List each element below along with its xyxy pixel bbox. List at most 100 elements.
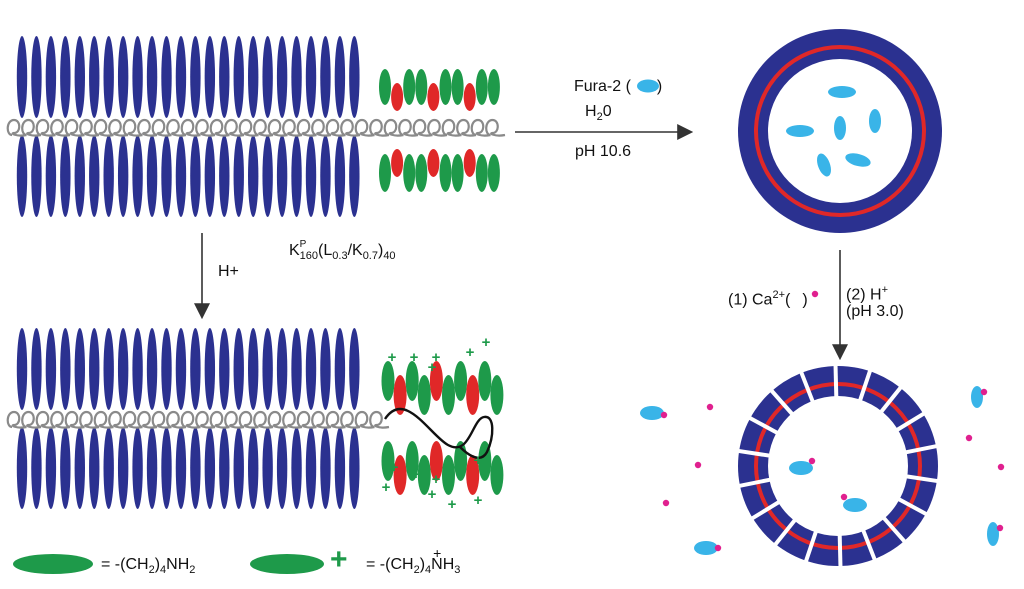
membrane-rupture-gap (860, 526, 878, 564)
hydrophilic-block-rod (16, 135, 28, 217)
plus-sign-icon: + (432, 349, 441, 366)
leucine-residue (463, 83, 476, 111)
fura2-dye-icon (640, 406, 664, 420)
lysine-residue (475, 69, 488, 105)
fura2-label: Fura-2 () (574, 78, 663, 95)
membrane-rupture-gap (877, 383, 905, 416)
calcium-ion-icon (811, 290, 819, 298)
bilayer-assembly-neutral (6, 36, 506, 217)
membrane-rupture-gap (837, 531, 843, 571)
calcium-ion-icon (808, 457, 816, 465)
hydrophilic-block-rod (219, 427, 230, 509)
hydrophilic-block-rod (334, 36, 346, 118)
hydrophilic-block-rod (204, 36, 216, 118)
random-coil-segment (384, 407, 494, 459)
lysine-residue (403, 69, 416, 105)
leucine-residue (393, 375, 407, 415)
lysine-residue (415, 69, 428, 105)
hydrophilic-block-rod (117, 427, 129, 509)
leucine-residue (393, 455, 407, 495)
hydrophilic-block-rod (320, 427, 331, 509)
membrane-rupture-gap (735, 477, 774, 489)
plus-sign-icon: + (432, 471, 441, 488)
hydrophilic-block-rod (262, 135, 273, 217)
membrane-rupture-gap (745, 414, 782, 437)
hydrophilic-block-rod (320, 328, 331, 410)
hydrophilic-block-rod (103, 135, 114, 217)
hydrophilic-block-rod (16, 427, 28, 509)
hydrophilic-block-rod (74, 135, 86, 217)
hydrophilic-block-rod (161, 135, 172, 217)
plus-sign-icon: + (390, 459, 399, 476)
hydrophilic-block-rod (74, 328, 86, 410)
plus-sign-icon: + (412, 466, 421, 483)
acid-step2-label: (2) H+ (846, 284, 888, 304)
hydrophilic-block-rod (248, 328, 259, 410)
plus-sign-icon: + (410, 349, 419, 366)
hydrophilic-block-rod (161, 36, 172, 118)
legend-charged-lysine-icon (250, 554, 324, 574)
calcium-ion-icon (694, 461, 702, 469)
hydrophilic-block-rod (175, 36, 187, 118)
calcium-ion-icon (840, 493, 848, 501)
leucine-residue (466, 455, 480, 495)
plus-sign-icon: + (388, 349, 397, 366)
hydrophilic-block-rod (349, 328, 360, 410)
hydrophilic-block-rod (248, 427, 259, 509)
plus-sign-icon: + (428, 486, 437, 503)
hydrophilic-block-rod (204, 427, 216, 509)
vesicle-membrane-inner-layer (754, 45, 926, 217)
bilayer-assembly-protonated: ++++++++++++++++ (6, 328, 504, 513)
hydrophilic-block-rod (305, 427, 317, 509)
hydrophilic-block-rod (175, 135, 187, 217)
membrane-rupture-gap (833, 361, 839, 401)
hydrophilic-block-rod (132, 36, 143, 118)
plus-sign-icon: + (474, 452, 483, 469)
hydrophilic-block-rod (233, 328, 244, 410)
hydrophilic-block-rod (16, 36, 28, 118)
lysine-residue (442, 375, 455, 415)
membrane-rupture-gap (894, 495, 931, 518)
hydrophilic-block-rod (117, 135, 129, 217)
hydrophilic-block-rod (219, 135, 230, 217)
lysine-residue (475, 154, 488, 192)
hydrophilic-block-rod (190, 427, 201, 509)
lysine-residue (487, 154, 500, 192)
membrane-rupture-gap (880, 514, 909, 546)
hydrophilic-block-rod (146, 328, 158, 410)
vesicle-lumen (768, 396, 908, 536)
hydrophilic-block-rod (103, 328, 114, 410)
plus-sign-icon: + (448, 496, 457, 513)
lysine-residue (415, 154, 428, 192)
hydrophilic-block-rod (60, 135, 71, 217)
calcium-ion-icon (662, 499, 670, 507)
calcium-ion-icon (706, 403, 714, 411)
leucine-residue (427, 83, 440, 111)
leucine-residue (463, 149, 476, 177)
hydrophilic-block-rod (146, 36, 158, 118)
hydrophilic-block-rod (305, 36, 317, 118)
fura2-dye-icon (843, 498, 867, 512)
plus-sign-icon: + (452, 459, 461, 476)
membrane-rupture-gap (771, 516, 799, 549)
hydrophilic-block-rod (31, 427, 42, 509)
lysine-residue (451, 69, 464, 105)
hydrophilic-block-rod (233, 427, 244, 509)
leucine-residue (429, 441, 443, 481)
hydrophilic-block-rod (190, 328, 201, 410)
fura2-dye-icon (845, 153, 871, 167)
alpha-helix-backbone (6, 118, 506, 137)
calcium-ion-icon (714, 544, 722, 552)
hydrophilic-block-rod (276, 135, 288, 217)
hydrophilic-block-rod (219, 36, 230, 118)
vesicle-membrane-inner-layer (754, 382, 922, 550)
hydrophilic-block-rod (31, 36, 42, 118)
alpha-helix-backbone (6, 410, 390, 429)
membrane-rupture-gap (734, 448, 774, 459)
hydrophilic-block-rod (190, 36, 201, 118)
ph-high-label: pH 10.6 (575, 143, 632, 160)
plus-sign-icon: + (428, 359, 437, 376)
hydrophilic-block-rod (16, 328, 28, 410)
hydrophilic-block-rod (233, 135, 244, 217)
leucine-residue (429, 361, 443, 401)
